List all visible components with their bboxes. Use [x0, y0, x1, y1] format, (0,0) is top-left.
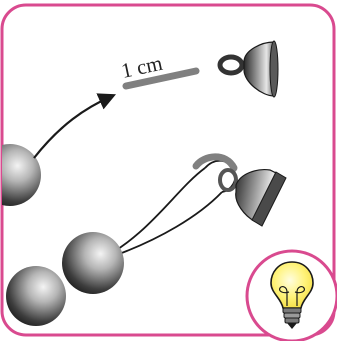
cord-tube-bent: [192, 153, 238, 172]
end-cap-top-rim: [269, 40, 279, 98]
direction-arrow: [33, 93, 117, 159]
end-cap-loop-top: [217, 54, 245, 76]
lightbulb-icon: [245, 249, 337, 341]
tube-segment-1cm: [122, 67, 200, 90]
end-cap-lower-rim: [251, 171, 287, 227]
bead-middle: [62, 232, 124, 294]
cord-strand-right: [107, 191, 223, 259]
bead-top-left: [2, 144, 41, 206]
jump-ring-lower: [218, 168, 238, 192]
bead-bottom-left: [6, 266, 66, 326]
